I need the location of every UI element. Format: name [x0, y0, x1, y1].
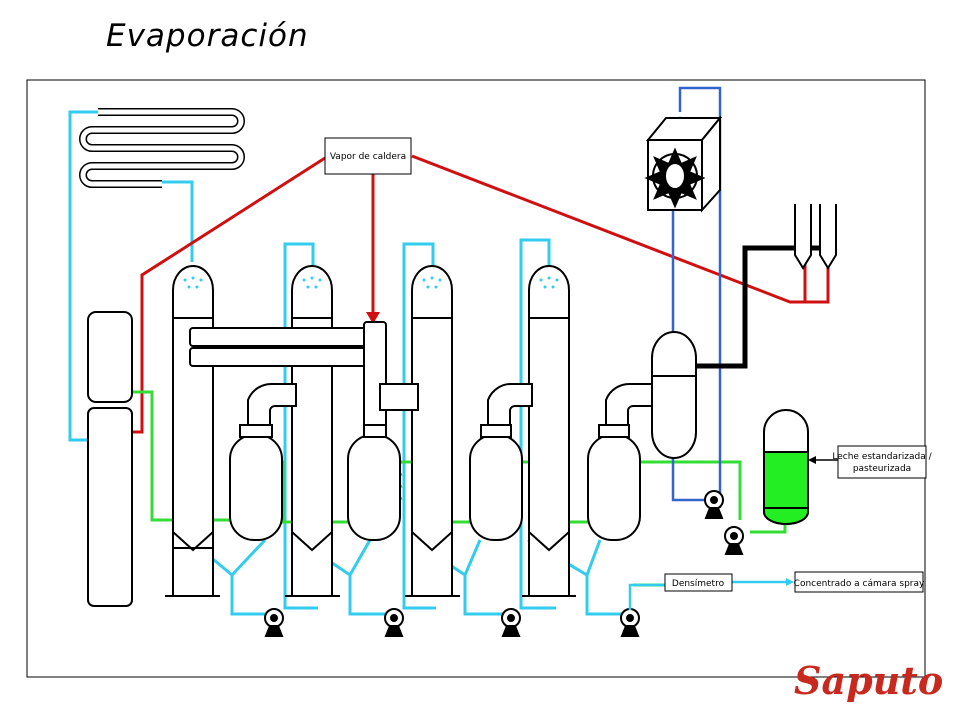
page-title: Evaporación: [106, 18, 309, 54]
finisher-separator: [651, 331, 697, 459]
steam-label-box: [324, 137, 412, 175]
condenser-coil: [79, 108, 245, 188]
milk-label-line2: pasteurizada: [853, 464, 911, 474]
milk-tank: [763, 409, 809, 525]
vapor-return-lines: [671, 86, 722, 508]
pump-2: [384, 608, 404, 637]
densimeter-label: Densímetro: [672, 579, 725, 589]
concentrate-box: [794, 571, 924, 593]
feed-arrow-head: [808, 456, 816, 464]
pump-4: [620, 608, 640, 637]
milk-label-line1: Leche estandarizada /: [832, 452, 932, 462]
steam-label: Vapor de caldera: [330, 152, 406, 162]
spray-arrow: [786, 578, 794, 586]
pump-6: [724, 526, 744, 555]
pump-3: [501, 608, 521, 637]
densimeter-box: [664, 573, 733, 592]
pump-5: [704, 490, 724, 519]
separators: [229, 382, 653, 541]
steam-lines: [132, 154, 830, 434]
concentrate-label: Concentrado a cámara spray: [794, 579, 925, 589]
pump-1: [264, 608, 284, 637]
diagram-frame: [26, 79, 926, 678]
tubular-preheater: [87, 311, 133, 607]
steam-arrow: [366, 312, 380, 324]
pumps: [264, 490, 744, 637]
cyclones: [794, 204, 837, 270]
concentrate-line: [628, 583, 665, 610]
milk-label-box: [837, 445, 927, 479]
saputo-logo: Saputo: [794, 658, 943, 703]
cooling-fan-box: [644, 115, 723, 213]
dust-line: [696, 245, 830, 369]
